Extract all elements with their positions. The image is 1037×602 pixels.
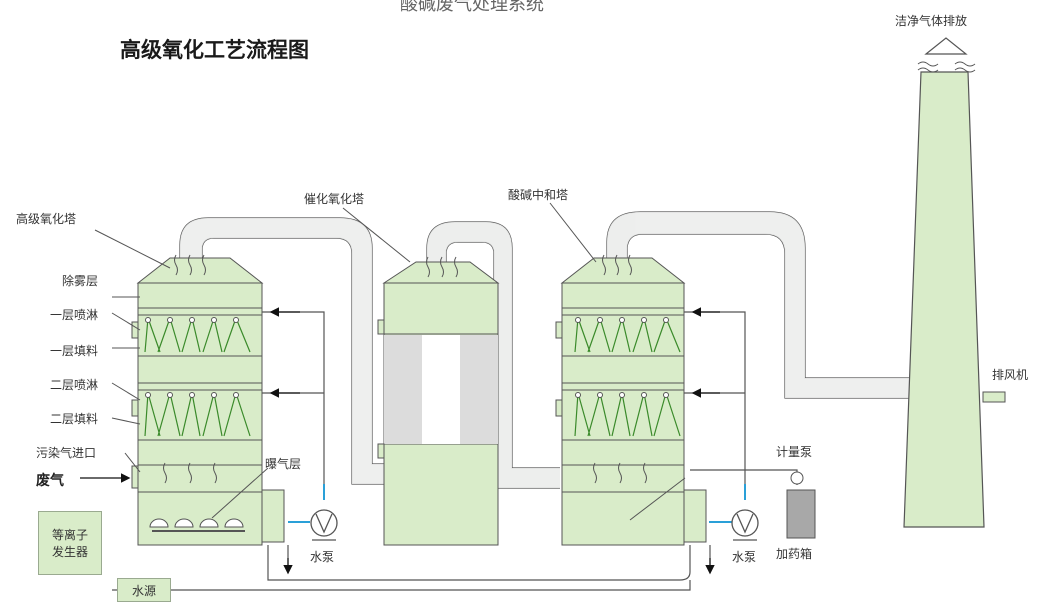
pump-2 xyxy=(731,509,759,541)
label-packing-2: 二层填料 xyxy=(50,412,99,426)
dosing-box xyxy=(786,489,816,539)
water-source: 水源 xyxy=(117,578,171,602)
diagram-title: 高级氧化工艺流程图 xyxy=(120,38,309,62)
water-flow-marks xyxy=(288,484,746,523)
label-metering-pump: 计量泵 xyxy=(776,445,813,459)
label-pump-2: 水泵 xyxy=(732,550,757,564)
label-spray-1: 一层喷淋 xyxy=(50,308,99,322)
plasma-generator: 等离子 发生器 xyxy=(38,511,102,575)
label-clean-exhaust: 洁净气体排放 xyxy=(895,14,968,28)
label-demister: 除雾层 xyxy=(62,274,99,288)
label-pump-1: 水泵 xyxy=(310,550,335,564)
label-neutral-tower: 酸碱中和塔 xyxy=(508,188,569,202)
metering-pump xyxy=(790,471,804,485)
tower-acid-base-neutralization xyxy=(555,254,707,546)
label-spray-2: 二层喷淋 xyxy=(50,378,99,392)
pump-1 xyxy=(310,509,338,541)
label-advanced-tower: 高级氧化塔 xyxy=(16,212,77,226)
flow-arrows xyxy=(80,307,720,575)
label-inlet: 污染气进口 xyxy=(36,446,97,460)
tower-catalytic-oxidation xyxy=(377,256,500,546)
label-waste-gas: 废气 xyxy=(36,473,64,489)
top-caption: 酸碱废气处理系统 xyxy=(400,0,544,15)
label-aeration: 曝气层 xyxy=(265,457,302,471)
label-fan: 排风机 xyxy=(992,368,1029,382)
label-dosing-box: 加药箱 xyxy=(776,547,813,561)
leader-lines xyxy=(94,202,686,521)
duct-fill xyxy=(180,212,920,488)
label-packing-1: 一层填料 xyxy=(50,344,99,358)
tower-advanced-oxidation xyxy=(131,254,285,546)
exhaust-stack xyxy=(903,37,1006,528)
label-catalytic-tower: 催化氧化塔 xyxy=(304,192,365,206)
